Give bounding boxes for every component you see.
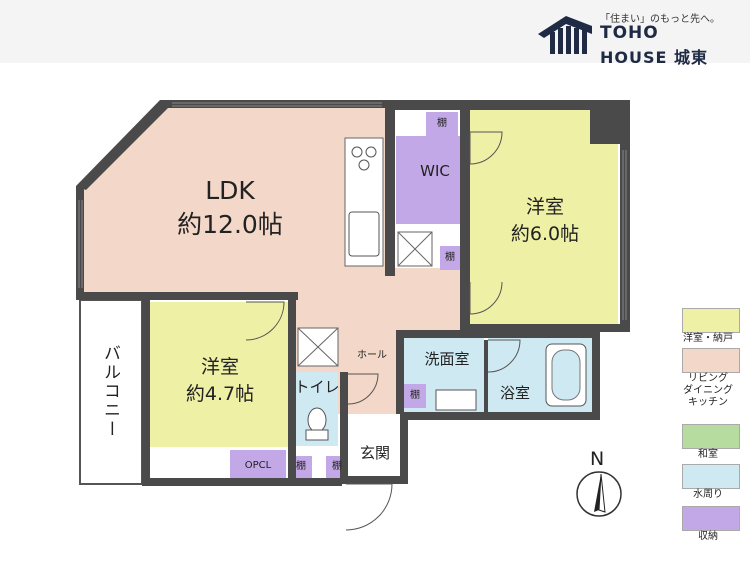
logo-tagline: 「住まい」のもっと先へ。: [600, 14, 720, 25]
wic-floor: [396, 136, 460, 224]
shelf-near-wic: [440, 246, 460, 270]
stove-burner-icon: [358, 159, 370, 171]
legend-label-storage: 収納: [698, 531, 718, 542]
stove-burner-icon: [351, 146, 363, 158]
bathroom-label: 浴室: [499, 384, 530, 402]
washroom-label: 洗面室: [424, 350, 470, 368]
header-band: [0, 0, 750, 63]
entrance-floor: [346, 414, 404, 480]
balcony-floor: [79, 299, 143, 485]
north-compass: N: [574, 448, 624, 518]
opcl-closet: [230, 450, 286, 478]
shelf-washroom: [404, 384, 426, 408]
kitchen-sink-icon: [348, 211, 380, 257]
legend-label-ldk: リビング ダイニング キッチン: [683, 373, 733, 408]
legend-swatch-western: [682, 308, 740, 333]
western-room-east-floor: [470, 110, 618, 328]
toilet-bowl-icon: [307, 407, 327, 433]
washbasin-icon: [435, 389, 477, 411]
entrance-label: 玄関: [359, 444, 390, 462]
western-room-east-name: 洋室: [525, 196, 564, 218]
balcony-label: バルコニー: [100, 344, 120, 439]
wic-label: WIC: [420, 162, 450, 180]
shelf-washroom-label: 棚: [410, 390, 420, 401]
legend-swatch-water: [682, 464, 740, 489]
legend-swatch-ldk: [682, 348, 740, 373]
western-room-west-floor: [150, 302, 290, 447]
logo-brand-line2: HOUSE 城東: [600, 48, 709, 67]
legend-label-water: 水周り: [693, 489, 723, 500]
western-room-west-label: 洋室 約4.7帖: [160, 354, 280, 408]
shelf-near-wic-label: 棚: [445, 252, 455, 263]
ldk-name: LDK: [205, 176, 255, 205]
shelf-opcl-label: 棚: [296, 461, 306, 472]
stove-burner-icon: [365, 146, 377, 158]
western-room-west-size: 約4.7帖: [185, 383, 255, 405]
toilet-label: トイレ: [294, 378, 340, 396]
western-room-west-name: 洋室: [200, 356, 239, 378]
wic-shelf-top: [426, 112, 458, 136]
western-room-east-label: 洋室 約6.0帖: [490, 194, 600, 248]
legend-label-japanese: 和室: [698, 449, 718, 460]
legend-swatch-storage: [682, 506, 740, 531]
hall-label: ホール: [357, 350, 387, 361]
toilet-tank-icon: [305, 429, 329, 441]
western-room-east-size: 約6.0帖: [510, 223, 580, 245]
wic-shelf-label: 棚: [437, 118, 447, 129]
ldk-label: LDK 約12.0帖: [160, 174, 300, 242]
compass-label: N: [590, 448, 605, 470]
legend-label-western: 洋室・納戸: [683, 333, 733, 344]
shelf-entrance-label: 棚: [332, 461, 342, 472]
ldk-size: 約12.0帖: [177, 210, 283, 239]
toho-house-logo: 「住まい」のもっと先へ。 TOHO HOUSE 城東: [536, 6, 746, 67]
toho-house-mark-icon: [538, 16, 592, 54]
opcl-label: OPCL: [244, 460, 272, 471]
logo-brand-line1: TOHO: [600, 23, 659, 43]
compass-arrow-icon: [576, 471, 622, 517]
legend-swatch-japanese: [682, 424, 740, 449]
